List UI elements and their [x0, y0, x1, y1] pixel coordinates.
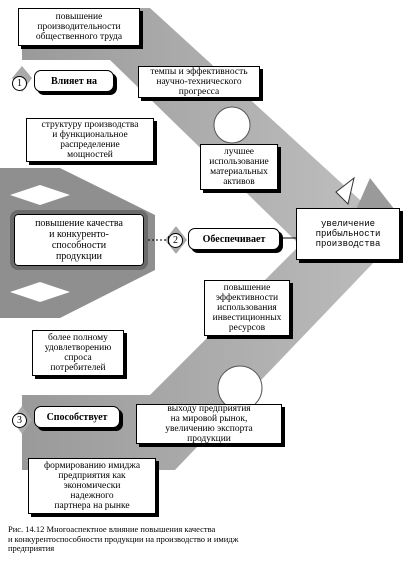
box-image: формированию имиджа предприятия как экон…: [28, 458, 156, 514]
box-tempo: темпы и эффективность научно-техническог…: [138, 66, 260, 98]
left-chevron-bottom: [10, 282, 70, 302]
box-assets: лучшее использование материальных активо…: [200, 144, 278, 190]
label-ensures: Обеспечивает: [188, 228, 280, 250]
band-circle-upper: [213, 106, 251, 144]
box-structure: структуру производства и функциональное …: [26, 118, 154, 162]
label-influences: Влияет на: [34, 70, 114, 92]
number-1: 1: [12, 76, 27, 91]
label-promotes: Способствует: [34, 406, 120, 428]
box-productivity: повышение производительности общественно…: [18, 8, 140, 46]
left-chevron-top: [10, 185, 70, 205]
box-investment: повышение эффективности использования ин…: [204, 280, 290, 336]
box-demand: более полному удовлетворению спроса потр…: [32, 330, 124, 376]
box-market: выходу предприятия на мировой рынок, уве…: [136, 404, 282, 444]
figure-caption: Рис. 14.12 Многоаспектное влияние повыше…: [8, 524, 239, 553]
result-profitability: увеличение прибыльности производства: [296, 208, 400, 260]
number-3: 3: [12, 413, 27, 428]
band-pointer: [335, 176, 355, 205]
central-quality-block: повышение качества и конкуренто- способн…: [10, 210, 148, 270]
number-2: 2: [168, 233, 183, 248]
